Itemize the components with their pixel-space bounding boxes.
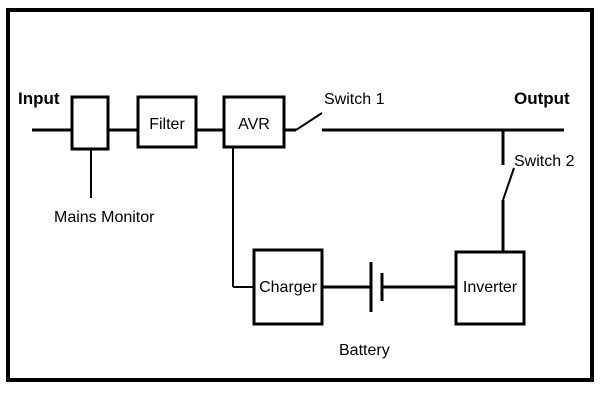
- mains-monitor-label: Mains Monitor: [54, 209, 155, 226]
- inverter-label: Inverter: [463, 279, 518, 296]
- battery-label: Battery: [339, 342, 390, 359]
- inverter-block: [454, 250, 526, 326]
- switch2-label: Switch 2: [514, 153, 575, 170]
- switch2-blade: [502, 167, 515, 201]
- diagram-frame: [6, 8, 594, 382]
- switch1-label: Switch 1: [324, 91, 385, 108]
- avr-block: [222, 95, 286, 149]
- charger-label: Charger: [259, 279, 317, 296]
- charger-block: [252, 248, 324, 326]
- filter-label: Filter: [149, 116, 185, 133]
- output-label: Output: [514, 89, 570, 108]
- filter-block: [136, 95, 198, 149]
- input-label: Input: [18, 89, 60, 108]
- switch1-blade: [295, 112, 323, 131]
- mains-monitor-block: [70, 95, 110, 151]
- avr-label: AVR: [238, 116, 270, 133]
